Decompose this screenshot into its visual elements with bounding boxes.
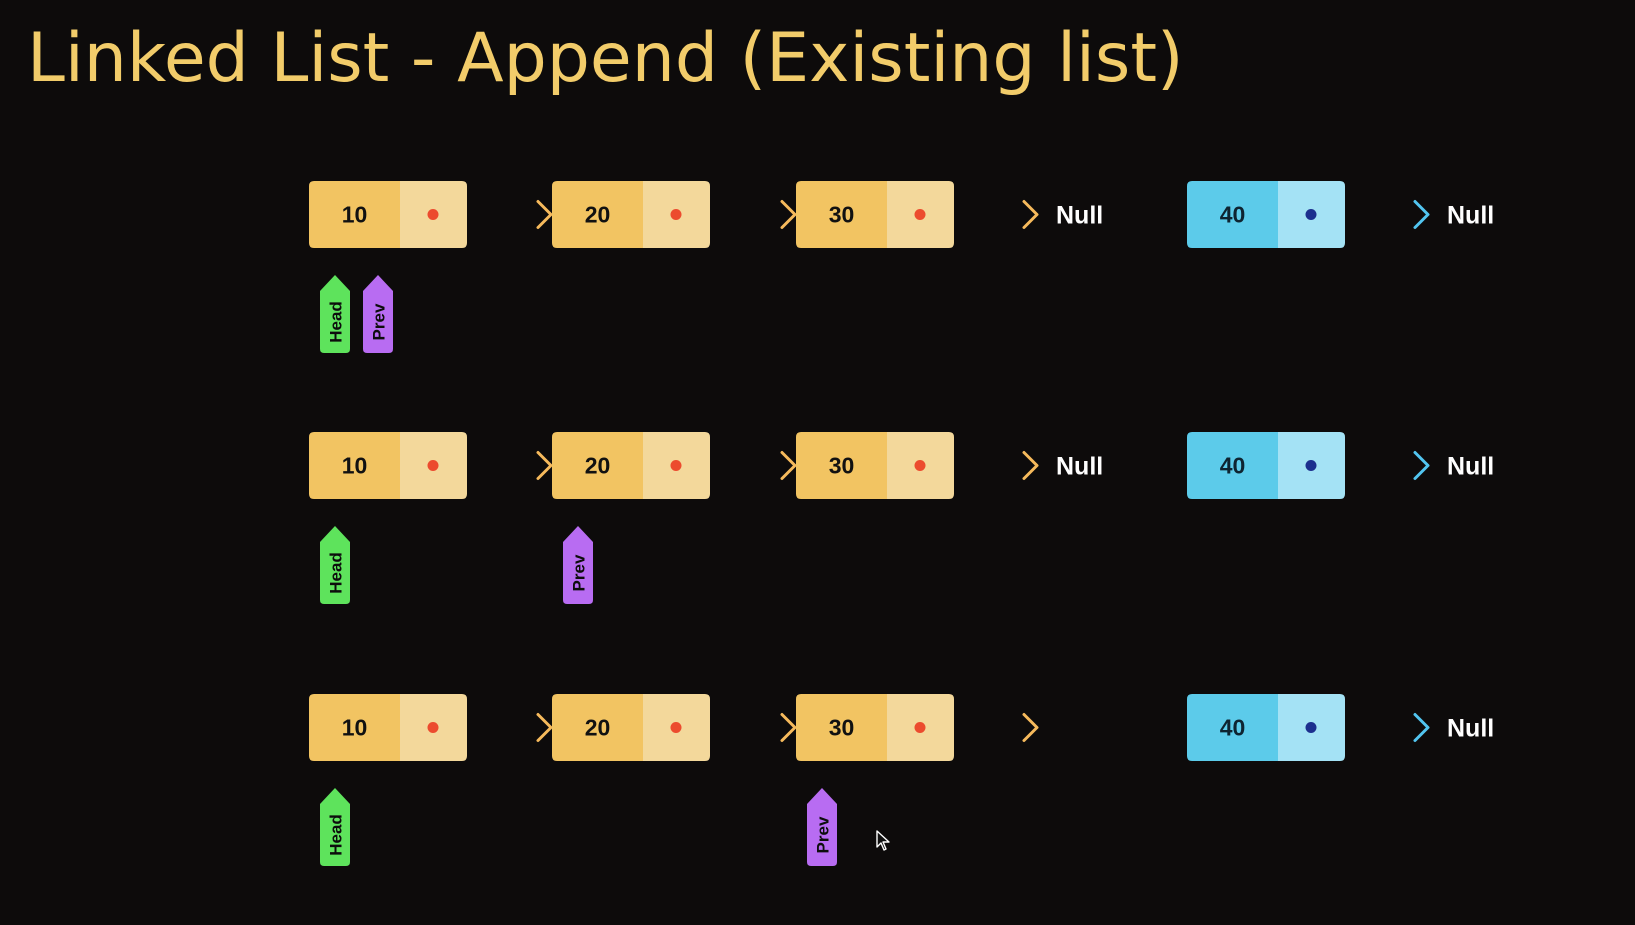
arrow-head-icon xyxy=(780,451,797,480)
node-value-label: 10 xyxy=(342,453,368,479)
arrow-head-icon xyxy=(536,451,553,480)
head-pointer-tag: Head xyxy=(320,275,350,353)
node-value-cell xyxy=(1187,694,1278,761)
arrow-head-icon xyxy=(1413,713,1430,742)
arrow-head-icon xyxy=(780,713,797,742)
arrow-head-icon xyxy=(1022,451,1039,480)
new-node-next-arrow xyxy=(1305,713,1430,742)
pointer-dot xyxy=(427,460,439,471)
pointer-tag-label: Prev xyxy=(370,303,389,340)
pointer-tag-label: Prev xyxy=(570,554,589,591)
prev-pointer-tag: Prev xyxy=(807,788,837,866)
list-tail-null-label: Null xyxy=(1056,202,1103,230)
new-node-null-label: Null xyxy=(1447,202,1494,230)
list-node-10: 10 xyxy=(309,694,467,761)
arrow-head-icon xyxy=(1413,451,1430,480)
pointer-dot xyxy=(670,209,682,220)
mouse-cursor-icon xyxy=(876,830,890,851)
node-value-cell xyxy=(309,694,400,761)
pointer-dot xyxy=(427,209,439,220)
page-title: Linked List - Append (Existing list) xyxy=(27,19,1184,98)
node-value-label: 30 xyxy=(829,715,855,741)
pointer-dot xyxy=(1305,460,1317,471)
node-value-cell xyxy=(1187,432,1278,499)
node-value-cell xyxy=(552,694,643,761)
list-tail-null-label: Null xyxy=(1056,453,1103,481)
new-node-null-label: Null xyxy=(1447,453,1494,481)
new-node-null-label: Null xyxy=(1447,715,1494,743)
pointer-tag-label: Head xyxy=(327,301,346,343)
node-value-cell xyxy=(796,181,887,248)
next-pointer-arrow-2 xyxy=(670,713,797,742)
arrow-head-icon xyxy=(536,200,553,229)
next-pointer-arrow-1 xyxy=(427,200,553,229)
node-value-label: 10 xyxy=(342,202,368,228)
pointer-dot xyxy=(427,722,439,733)
head-pointer-tag: Head xyxy=(320,788,350,866)
list-node-10: 10 xyxy=(309,181,467,248)
head-pointer-tag: Head xyxy=(320,526,350,604)
node-value-cell xyxy=(796,694,887,761)
pointer-tag-label: Prev xyxy=(814,816,833,853)
arrow-head-icon xyxy=(1022,713,1039,742)
node-value-label: 20 xyxy=(585,715,611,741)
node-value-label: 20 xyxy=(585,202,611,228)
arrow-head-icon xyxy=(536,713,553,742)
pointer-dot xyxy=(1305,722,1317,733)
arrow-head-icon xyxy=(1413,200,1430,229)
pointer-dot xyxy=(914,722,926,733)
node-value-cell xyxy=(309,181,400,248)
pointer-tag-label: Head xyxy=(327,814,346,856)
pointer-dot xyxy=(670,460,682,471)
node-value-cell xyxy=(552,181,643,248)
node-value-label: 40 xyxy=(1220,453,1246,479)
new-node-next-arrow xyxy=(1305,200,1430,229)
pointer-tag-shape xyxy=(563,526,593,604)
pointer-dot xyxy=(914,209,926,220)
node-value-label: 30 xyxy=(829,202,855,228)
pointer-tag-shape xyxy=(320,275,350,353)
prev-pointer-tag: Prev xyxy=(363,275,393,353)
node-value-cell xyxy=(552,432,643,499)
node-value-label: 20 xyxy=(585,453,611,479)
node-value-cell xyxy=(796,432,887,499)
node-value-cell xyxy=(1187,181,1278,248)
arrow-head-icon xyxy=(1022,200,1039,229)
node-value-label: 30 xyxy=(829,453,855,479)
pointer-dot xyxy=(1305,209,1317,220)
node-value-label: 40 xyxy=(1220,202,1246,228)
prev-pointer-tag: Prev xyxy=(563,526,593,604)
next-pointer-arrow-3 xyxy=(914,713,1039,742)
pointer-tag-shape xyxy=(320,526,350,604)
arrow-head-icon xyxy=(780,200,797,229)
pointer-tag-shape xyxy=(320,788,350,866)
next-pointer-arrow-2 xyxy=(670,200,797,229)
node-value-label: 40 xyxy=(1220,715,1246,741)
new-node-next-arrow xyxy=(1305,451,1430,480)
next-pointer-arrow-1 xyxy=(427,451,553,480)
node-value-cell xyxy=(309,432,400,499)
pointer-tag-shape xyxy=(807,788,837,866)
pointer-tag-label: Head xyxy=(327,552,346,594)
next-pointer-arrow-3 xyxy=(914,451,1039,480)
next-pointer-arrow-2 xyxy=(670,451,797,480)
node-value-label: 10 xyxy=(342,715,368,741)
next-pointer-arrow-1 xyxy=(427,713,553,742)
pointer-tag-shape xyxy=(363,275,393,353)
pointer-dot xyxy=(914,460,926,471)
pointer-dot xyxy=(670,722,682,733)
next-pointer-arrow-3 xyxy=(914,200,1039,229)
